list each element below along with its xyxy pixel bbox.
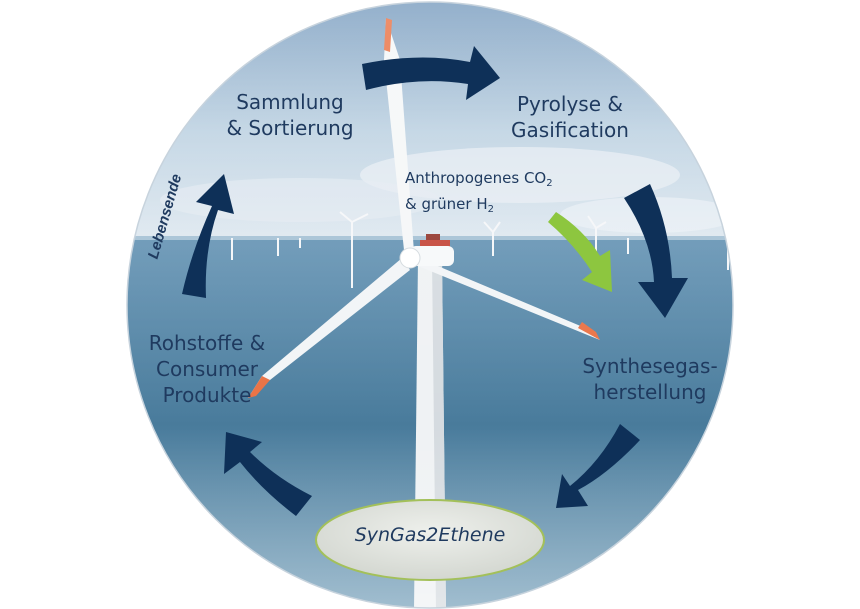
input-co2-subscript: 2 — [546, 178, 553, 189]
input-label-line-co2: Anthropogenes CO2 — [405, 168, 595, 194]
center-label: SynGas2Ethene — [354, 524, 506, 546]
arrow-rohstoffe-to-sammlung — [182, 174, 234, 298]
input-label-line-h2: & grüner H2 — [405, 194, 595, 220]
input-h2-subscript: 2 — [487, 204, 494, 215]
arrow-synthese-to-center — [556, 424, 640, 508]
stage-label-pyrolyse: Pyrolyse & Gasification — [480, 91, 660, 143]
arrow-co2-h2-input — [548, 212, 612, 292]
stage-label-synthese: Synthesegas- herstellung — [565, 353, 735, 405]
stage-label-line: Pyrolyse & — [517, 92, 623, 116]
stage-label-line: Produkte — [162, 383, 252, 407]
arrow-pyrolyse-to-synthese — [624, 184, 688, 318]
input-co2-text: Anthropogenes CO — [405, 169, 547, 187]
stage-label-line: Synthesegas- — [582, 354, 718, 378]
input-label: Anthropogenes CO2 & grüner H2 — [405, 168, 595, 220]
stage-label-line: Sammlung — [236, 90, 344, 114]
stage-label-line: Rohstoffe & — [148, 331, 266, 355]
circle-border — [126, 1, 734, 609]
arrow-center-to-rohstoffe — [224, 432, 312, 516]
stage-label-line: & Sortierung — [226, 116, 354, 140]
stage-label-line: Consumer — [156, 357, 258, 381]
center-ellipse — [315, 499, 545, 581]
input-h2-text: & grüner H — [405, 195, 488, 213]
arrow-sammlung-to-pyrolyse — [362, 46, 500, 100]
stage-label-line: herstellung — [593, 380, 707, 404]
stage-label-line: Gasification — [511, 118, 629, 142]
stage-label-sammlung: Sammlung & Sortierung — [205, 89, 375, 141]
cycle-arrows — [182, 46, 688, 516]
stage-label-rohstoffe: Rohstoffe & Consumer Produkte — [122, 330, 292, 408]
